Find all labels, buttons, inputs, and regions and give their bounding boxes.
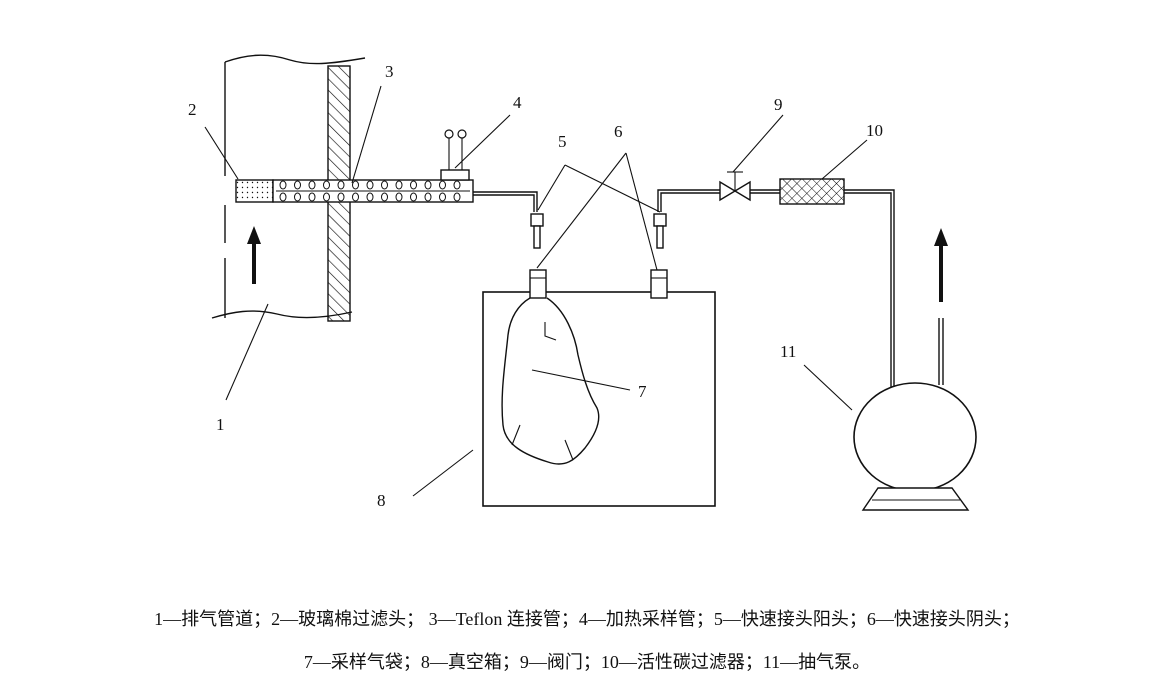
heating-coil-loop [381, 192, 388, 202]
heating-coil-loop [453, 180, 461, 190]
label-11: 11 [780, 342, 796, 361]
label-1: 1 [216, 415, 225, 434]
heating-coil-loop [424, 192, 432, 202]
quick-connector-male-right [653, 213, 667, 249]
activated-carbon-filter [779, 178, 845, 205]
heating-coil-loop [395, 192, 403, 202]
quick-connector-female-right [650, 269, 668, 299]
heating-coil-loop [395, 180, 403, 190]
heater-element [440, 129, 470, 181]
heating-coil-loop [410, 180, 417, 190]
sampling-bag [501, 297, 600, 465]
heating-coil-loop [366, 180, 374, 190]
heating-coil-loop [453, 192, 461, 202]
heating-coil-loop [308, 180, 316, 190]
line-to-valve [657, 189, 722, 212]
teflon-line-left [473, 191, 538, 212]
heating-coil-loop [439, 192, 446, 202]
label-8: 8 [377, 491, 386, 510]
heating-coil-loop [323, 180, 330, 190]
heating-coil-loop [337, 180, 345, 190]
label-2: 2 [188, 100, 197, 119]
up-arrow-icon [247, 226, 261, 284]
caption-line-1: 1—排气管道；2—玻璃棉过滤头； 3—Teflon 连接管；4—加热采样管；5—… [154, 609, 1020, 629]
glass-wool-filter [235, 179, 274, 203]
label-9: 9 [774, 95, 783, 114]
heating-coil-loop [294, 180, 301, 190]
label-3: 3 [385, 62, 394, 81]
air-pump [853, 382, 977, 511]
heating-coil-loop [410, 192, 417, 202]
heating-coil-loop [352, 180, 359, 190]
line-to-pump [844, 189, 895, 390]
heating-coil-loop [337, 192, 345, 202]
heating-coil-loop [308, 192, 316, 202]
label-6: 6 [614, 122, 623, 141]
label-10: 10 [866, 121, 883, 140]
label-7: 7 [638, 382, 647, 401]
valve [719, 171, 751, 202]
quick-connector-female-left [529, 269, 547, 299]
caption-line-2: 7—采样气袋；8—真空箱；9—阀门；10—活性碳过滤器；11—抽气泵。 [303, 652, 871, 672]
heating-coil-loop [323, 192, 330, 202]
heated-sampling-tube [272, 179, 474, 203]
heating-coil-loop [279, 180, 287, 190]
quick-connector-male-left [530, 213, 544, 249]
heating-coil-loop [279, 192, 287, 202]
heating-coil-loop [294, 192, 301, 202]
leader-lines [204, 85, 868, 497]
heating-coil-loop [381, 180, 388, 190]
label-4: 4 [513, 93, 522, 112]
vacuum-box [482, 291, 716, 507]
heating-coil-loop [439, 180, 446, 190]
up-arrow-icon [934, 228, 948, 302]
heating-coil-loop [352, 192, 359, 202]
label-5: 5 [558, 132, 567, 151]
heating-coil-loop [424, 180, 432, 190]
heating-coil-loop [366, 192, 374, 202]
